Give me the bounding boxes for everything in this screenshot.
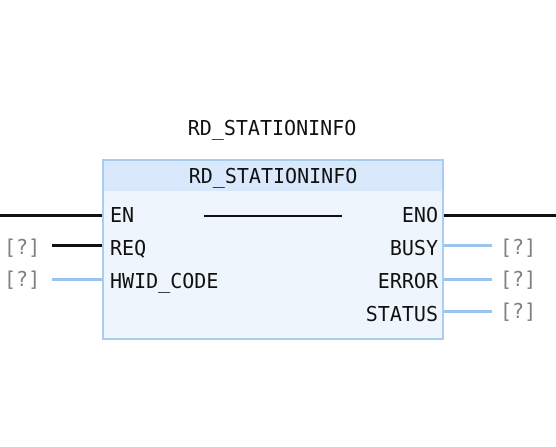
status-parameter[interactable]: [?] [500, 299, 537, 323]
hwid-code-parameter[interactable]: [?] [4, 267, 41, 291]
status-wire [442, 310, 492, 313]
req-parameter[interactable]: [?] [4, 235, 41, 259]
error-parameter[interactable]: [?] [500, 267, 537, 291]
eno-wire [442, 214, 556, 217]
hwid-code-wire [52, 278, 102, 281]
busy-parameter[interactable]: [?] [500, 235, 537, 259]
block-type-name: RD_STATIONINFO [104, 161, 442, 191]
pin-busy: BUSY [389, 236, 438, 260]
busy-wire [442, 244, 492, 247]
pin-hwid-code: HWID_CODE [110, 269, 219, 293]
pin-eno: ENO [401, 203, 438, 227]
function-block[interactable]: RD_STATIONINFO EN REQ HWID_CODE ENO BUSY… [102, 159, 444, 340]
pin-req: REQ [110, 236, 147, 260]
req-wire [52, 244, 102, 247]
pin-status: STATUS [365, 302, 438, 326]
en-wire [0, 214, 102, 217]
error-wire [442, 278, 492, 281]
pin-en: EN [110, 203, 135, 227]
en-eno-passthrough-line [204, 215, 342, 217]
instance-name: RD_STATIONINFO [187, 116, 357, 140]
pin-error: ERROR [377, 269, 438, 293]
